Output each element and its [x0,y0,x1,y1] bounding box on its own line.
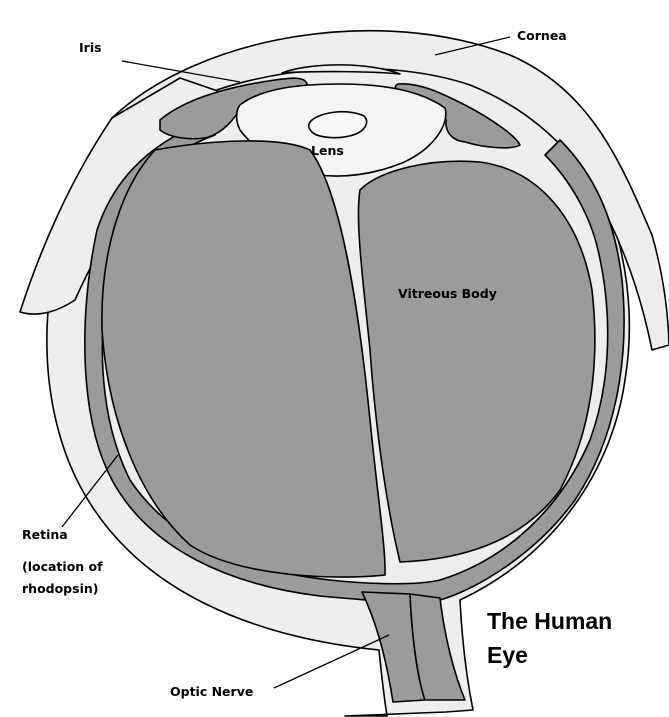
label-retina-note-line1: (location of [22,561,103,574]
label-retina-note-line2: rhodopsin) [22,583,98,596]
title-line-1: The Human [487,604,612,638]
label-cornea: Cornea [517,30,567,43]
label-lens: Lens [311,145,344,158]
label-retina: Retina [22,529,68,542]
label-optic-nerve: Optic Nerve [170,686,253,699]
title-line-2: Eye [487,638,612,672]
diagram-title: The Human Eye [487,604,612,672]
lens-nucleus [309,112,367,138]
label-iris: Iris [79,42,102,55]
label-vitreous-body: Vitreous Body [398,288,497,301]
